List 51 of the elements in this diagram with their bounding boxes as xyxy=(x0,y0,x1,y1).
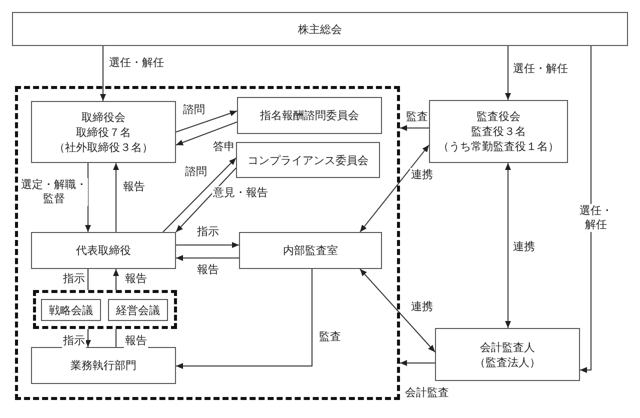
arrow xyxy=(100,46,106,102)
edge-label: 連携 xyxy=(512,240,536,254)
edge-label: 報告 xyxy=(124,272,148,286)
org-box: 内部監査室 xyxy=(239,232,382,269)
edge-label: 諮問 xyxy=(184,165,208,179)
org-box: 指名報酬諮問委員会 xyxy=(237,97,382,134)
arrow xyxy=(360,268,436,352)
edge-label: 指示 xyxy=(62,334,86,348)
org-box: 会計監査人 （監査法人） xyxy=(435,328,580,381)
org-box: 株主総会 xyxy=(12,12,628,46)
arrow xyxy=(176,255,240,261)
arrow xyxy=(505,162,511,328)
arrow xyxy=(176,110,238,132)
arrow xyxy=(176,122,238,146)
org-box: 経営会議 xyxy=(108,299,168,321)
arrow xyxy=(580,46,592,373)
org-box: 監査役会 監査役３名 （うち常勤監査役１名） xyxy=(429,100,568,163)
org-box: 業務執行部門 xyxy=(31,347,176,384)
edge-label: 報告 xyxy=(122,180,146,194)
org-box: 代表取締役 xyxy=(31,232,176,269)
arrow xyxy=(176,242,240,248)
arrow xyxy=(85,162,91,232)
arrow xyxy=(85,328,91,348)
arrow xyxy=(400,360,436,366)
edge-label: 監査 xyxy=(405,110,429,124)
org-box: 取締役会 取締役７名 （社外取締役３名） xyxy=(31,101,176,163)
arrow xyxy=(113,268,119,290)
edge-label: 答申 xyxy=(212,140,236,154)
arrow xyxy=(505,46,511,100)
edge-label: 報告 xyxy=(196,263,220,277)
arrow xyxy=(400,125,430,131)
edge-label: 指示 xyxy=(196,225,220,239)
org-box: コンプライアンス委員会 xyxy=(236,142,380,178)
edge-label: 指示 xyxy=(62,272,86,286)
org-box: 戦略会議 xyxy=(41,299,101,321)
edge-label: 諮問 xyxy=(182,103,206,117)
edge-label: 連携 xyxy=(410,168,434,182)
edge-label: 会計監査 xyxy=(404,386,450,400)
edge-label: 意見・報告 xyxy=(212,186,269,200)
arrow xyxy=(360,144,430,232)
arrow xyxy=(162,158,236,232)
dashed-group-frame xyxy=(33,290,177,329)
edge-label: 報告 xyxy=(124,334,148,348)
edge-label: 連携 xyxy=(410,300,434,314)
arrow xyxy=(113,162,119,232)
edge-label: 監査 xyxy=(318,330,342,344)
edge-label: 選定・解職・監督 xyxy=(20,178,88,206)
arrow xyxy=(176,268,312,369)
edge-label: 選任・解任 xyxy=(512,62,569,76)
arrow xyxy=(176,168,236,232)
edge-label: 選任・解任 xyxy=(108,56,165,70)
